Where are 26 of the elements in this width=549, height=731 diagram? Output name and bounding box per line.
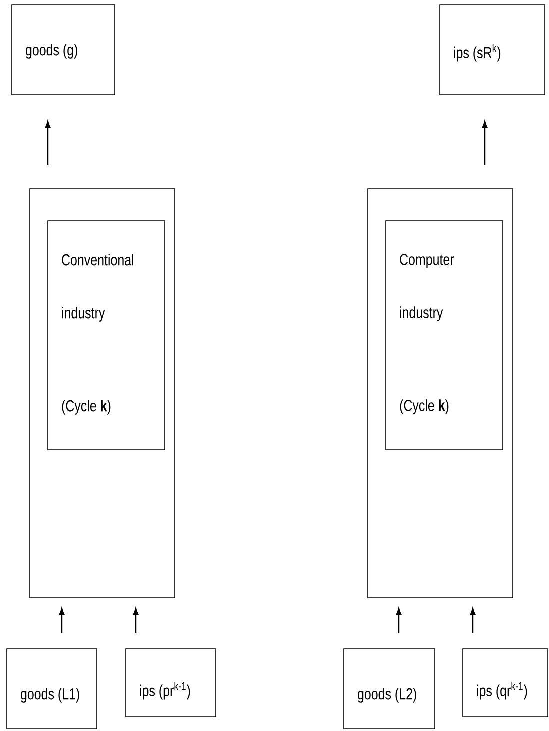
process-box	[30, 188, 176, 598]
process-box	[126, 648, 216, 718]
process-box	[368, 188, 514, 598]
node-label: Conventional industry	[62, 254, 134, 322]
node-label: Computer industry	[400, 254, 454, 322]
process-box	[6, 648, 98, 730]
node-label: goods (L1)	[21, 688, 80, 703]
arrow	[482, 121, 488, 165]
arrow	[133, 608, 139, 633]
arrow	[396, 608, 402, 633]
node-label: ips (qr$^{k-1}$)	[477, 682, 528, 700]
node-label: (Cycle k)	[62, 400, 111, 415]
process-box	[48, 220, 166, 450]
process-box	[440, 4, 546, 96]
arrow	[45, 121, 51, 165]
process-box	[386, 220, 504, 450]
arrow	[59, 608, 65, 633]
node-label: ips (pr$^{k-1}$)	[140, 682, 190, 700]
node-label: ips (sR$^{k}$)	[454, 44, 501, 62]
node-label: goods (g)	[26, 44, 78, 59]
process-box	[12, 4, 116, 96]
arrow	[470, 608, 476, 633]
node-label: (Cycle k)	[400, 400, 449, 414]
process-box	[462, 648, 548, 718]
process-box	[344, 648, 436, 730]
node-label: goods (L2)	[358, 688, 416, 703]
